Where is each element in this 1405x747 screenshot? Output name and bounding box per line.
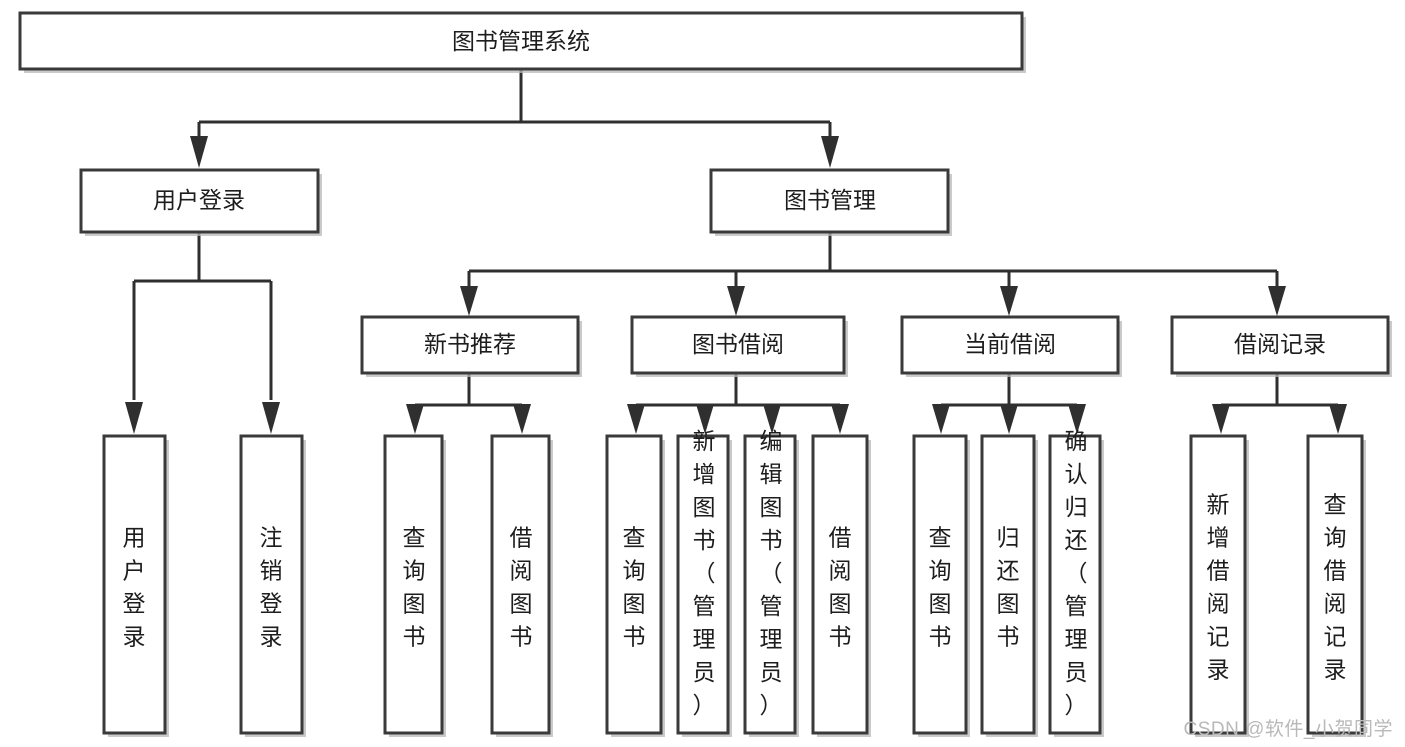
node-root-box[interactable] <box>18 11 1024 71</box>
leaf-cb-0-box[interactable] <box>912 434 968 735</box>
arrow-head-br-leaf-1 <box>1329 404 1347 434</box>
arrow-head-bb-leaf-3 <box>831 404 849 434</box>
leaf-bb-3-label: 借阅图书 <box>829 525 852 650</box>
arrow-head-level3-1 <box>727 286 745 316</box>
leaf-cb-1-box[interactable] <box>980 434 1036 735</box>
leaf-bb-2-box[interactable] <box>743 434 797 735</box>
leaf-bb-3-box[interactable] <box>811 434 869 735</box>
arrow-head-cb-leaf-1 <box>1000 404 1018 434</box>
node-borrow-record[interactable]: 借阅记录 <box>1170 315 1392 377</box>
arrow-head-nb-leaf-0 <box>406 404 424 434</box>
arrow-head-level3-3 <box>1268 286 1286 316</box>
node-book-manage-label: 图书管理 <box>784 187 876 213</box>
node-current-borrow[interactable]: 当前借阅 <box>900 315 1122 377</box>
node-root[interactable]: 图书管理系统 <box>18 11 1026 73</box>
arrow-head-br-leaf-0 <box>1212 404 1230 434</box>
leaf-ul-0-box[interactable] <box>102 434 167 735</box>
leaf-nb-0-box[interactable] <box>383 434 444 735</box>
leaf-br-1-label: 查询借阅记录 <box>1324 492 1347 683</box>
connector-group-current-borrow <box>932 373 1086 434</box>
arrow-head-bb-leaf-1 <box>696 404 714 434</box>
leaf-nb-1-box[interactable] <box>490 434 551 735</box>
arrow-head-cb-leaf-2 <box>1068 404 1086 434</box>
leaf-cb-0-label: 查询图书 <box>929 525 952 650</box>
leaf-nb-0-label: 查询图书 <box>403 525 426 650</box>
node-user-login[interactable]: 用户登录 <box>79 168 322 236</box>
node-book-manage[interactable]: 图书管理 <box>709 168 952 236</box>
leaf-node[interactable]: 归还图书 <box>980 434 1038 737</box>
node-user-login-box[interactable] <box>79 168 320 234</box>
arrow-head-cb-leaf-0 <box>932 404 950 434</box>
leaf-node[interactable]: 查询图书 <box>383 434 446 737</box>
node-book-borrow-box[interactable] <box>630 315 846 375</box>
node-borrow-record-box[interactable] <box>1170 315 1390 375</box>
leaf-bb-2-label: 编辑图书（管理员） <box>760 428 783 718</box>
leaf-node[interactable]: 借阅图书 <box>811 434 871 737</box>
arrow-head-bb-leaf-0 <box>627 404 645 434</box>
leaf-node[interactable]: 借阅图书 <box>490 434 553 737</box>
leaf-br-0-label: 新增借阅记录 <box>1207 492 1230 683</box>
leaf-bb-0-label: 查询图书 <box>623 525 646 650</box>
node-root-label: 图书管理系统 <box>452 28 590 54</box>
arrow-head-ul-leaf-0 <box>125 402 143 434</box>
arrow-head-book-manage <box>821 136 839 168</box>
node-book-borrow-label: 图书借阅 <box>692 331 784 357</box>
leaf-bb-1-box[interactable] <box>676 434 730 735</box>
leaf-node[interactable]: 查询图书 <box>912 434 970 737</box>
leaf-node[interactable]: 查询图书 <box>605 434 665 737</box>
connector-group-book-borrow <box>627 373 849 434</box>
arrow-head-level3-2 <box>1000 286 1018 316</box>
node-borrow-record-label: 借阅记录 <box>1234 331 1326 357</box>
leaf-node[interactable]: 查询借阅记录 <box>1306 434 1366 737</box>
leaf-ul-1-box[interactable] <box>239 434 304 735</box>
leaf-node[interactable]: 注销登录 <box>239 434 306 737</box>
leaf-cb-2-label: 确认归还（管理员） <box>1065 428 1088 718</box>
leaf-bb-1-label: 新增图书（管理员） <box>693 428 716 718</box>
connector-group-book-manage <box>460 233 1286 316</box>
node-new-book-recommend-label: 新书推荐 <box>424 331 516 357</box>
node-new-book-recommend[interactable]: 新书推荐 <box>360 315 582 377</box>
connector-group-user-login <box>125 233 280 434</box>
arrow-head-bb-leaf-2 <box>763 404 781 434</box>
leaf-node[interactable]: 新增图书（管理员） <box>676 428 732 737</box>
leaf-cb-1-label: 归还图书 <box>997 525 1020 650</box>
leaf-ul-0-label: 用户登录 <box>123 525 146 650</box>
node-book-borrow[interactable]: 图书借阅 <box>630 315 848 377</box>
leaf-br-0-box[interactable] <box>1189 434 1247 735</box>
leaf-node[interactable]: 确认归还（管理员） <box>1048 428 1104 737</box>
leaf-node[interactable]: 用户登录 <box>102 434 169 737</box>
leaf-bb-0-box[interactable] <box>605 434 663 735</box>
leaf-ul-1-label: 注销登录 <box>260 525 283 650</box>
connector-group-new-book <box>406 373 531 434</box>
arrow-head-nb-leaf-1 <box>513 404 531 434</box>
leaf-cb-2-box[interactable] <box>1048 434 1102 735</box>
node-new-book-recommend-box[interactable] <box>360 315 580 375</box>
node-current-borrow-box[interactable] <box>900 315 1120 375</box>
leaf-node[interactable]: 新增借阅记录 <box>1189 434 1249 737</box>
node-book-manage-box[interactable] <box>709 168 950 234</box>
leaf-node[interactable]: 编辑图书（管理员） <box>743 428 799 737</box>
connector-group-borrow-record <box>1212 373 1347 434</box>
leaf-nb-1-label: 借阅图书 <box>510 525 533 650</box>
connector-group-root <box>190 70 839 168</box>
arrow-head-level3-0 <box>460 286 478 316</box>
arrow-head-ul-leaf-1 <box>262 402 280 434</box>
arrow-head-user-login <box>190 136 208 168</box>
leaf-br-1-box[interactable] <box>1306 434 1364 735</box>
node-current-borrow-label: 当前借阅 <box>964 331 1056 357</box>
node-user-login-label: 用户登录 <box>153 187 245 213</box>
